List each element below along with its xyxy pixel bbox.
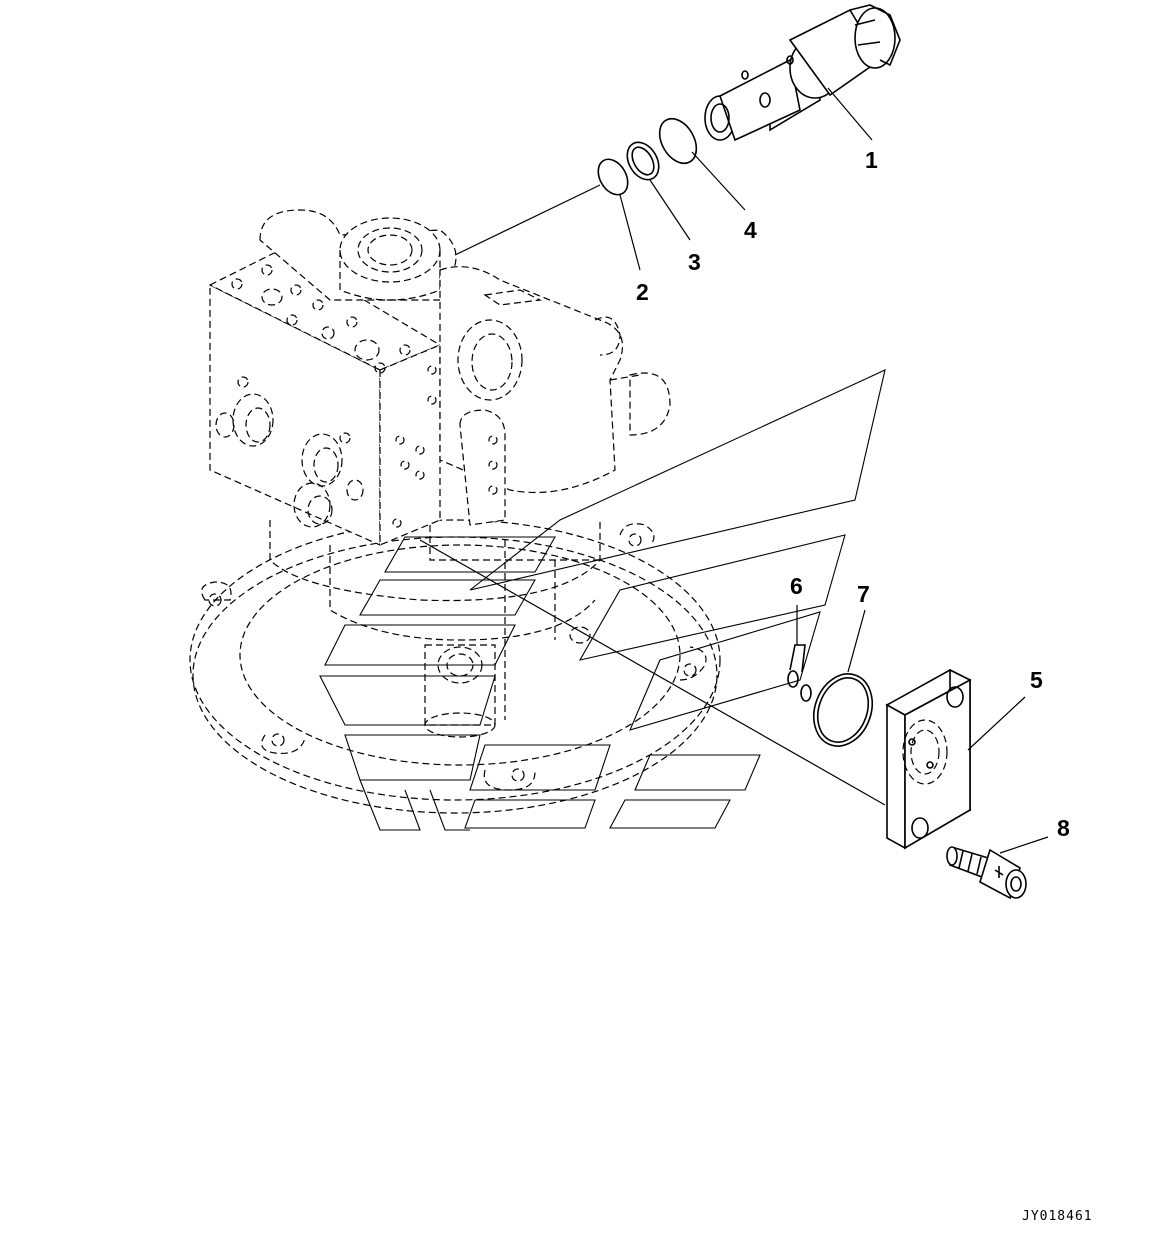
callout-6: 6 — [790, 573, 803, 599]
part-6-o-ring — [787, 644, 812, 702]
swing-motor-housing — [189, 209, 721, 814]
callout-1: 1 — [865, 147, 878, 173]
part-3-backup-ring — [626, 141, 660, 181]
callout-2: 2 — [636, 279, 649, 305]
part-5-cover-plate — [885, 668, 972, 850]
callout-5: 5 — [1030, 667, 1043, 693]
figure-code: JY018461 — [1022, 1209, 1093, 1224]
part-2-o-ring — [597, 158, 629, 196]
leader-lines — [419, 87, 1049, 854]
callout-3: 3 — [688, 249, 701, 275]
part-1-valve-cartridge — [704, 4, 901, 142]
watermark-logo — [319, 369, 886, 831]
part-8-bolt — [946, 846, 1027, 900]
part-4-o-ring — [658, 117, 698, 165]
part-7-o-ring — [813, 673, 873, 747]
callout-7: 7 — [857, 581, 870, 607]
callout-8: 8 — [1057, 815, 1070, 841]
callout-4: 4 — [744, 217, 757, 243]
